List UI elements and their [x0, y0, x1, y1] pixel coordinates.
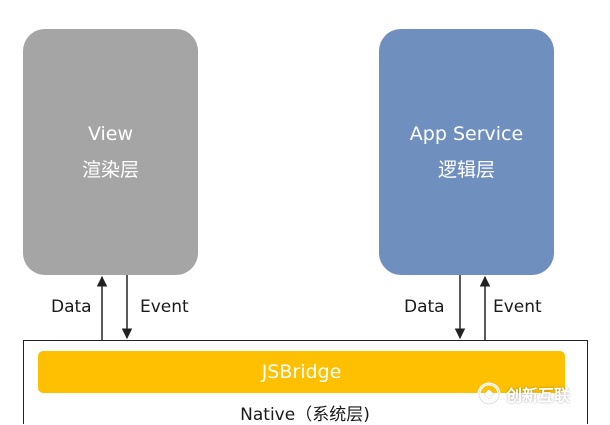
- left-data-label: Data: [51, 297, 92, 317]
- native-label: Native（系统层): [240, 405, 370, 425]
- watermark: 创新互联: [476, 381, 570, 407]
- app-service-layer-box: App Service 逻辑层: [379, 29, 554, 275]
- jsbridge-label: JSBridge: [261, 361, 342, 383]
- native-layer-box: [23, 340, 588, 424]
- watermark-text: 创新互联: [506, 386, 571, 405]
- right-data-label: Data: [404, 297, 445, 317]
- app-service-subtitle: 逻辑层: [437, 159, 495, 181]
- app-service-title: App Service: [409, 123, 524, 145]
- view-subtitle: 渲染层: [81, 159, 139, 181]
- right-event-label: Event: [493, 297, 542, 317]
- view-title: View: [87, 123, 134, 145]
- watermark-logo-icon: [477, 382, 501, 406]
- jsbridge-bar: JSBridge: [38, 351, 565, 393]
- view-layer-box: View 渲染层: [23, 29, 198, 275]
- left-event-label: Event: [140, 297, 189, 317]
